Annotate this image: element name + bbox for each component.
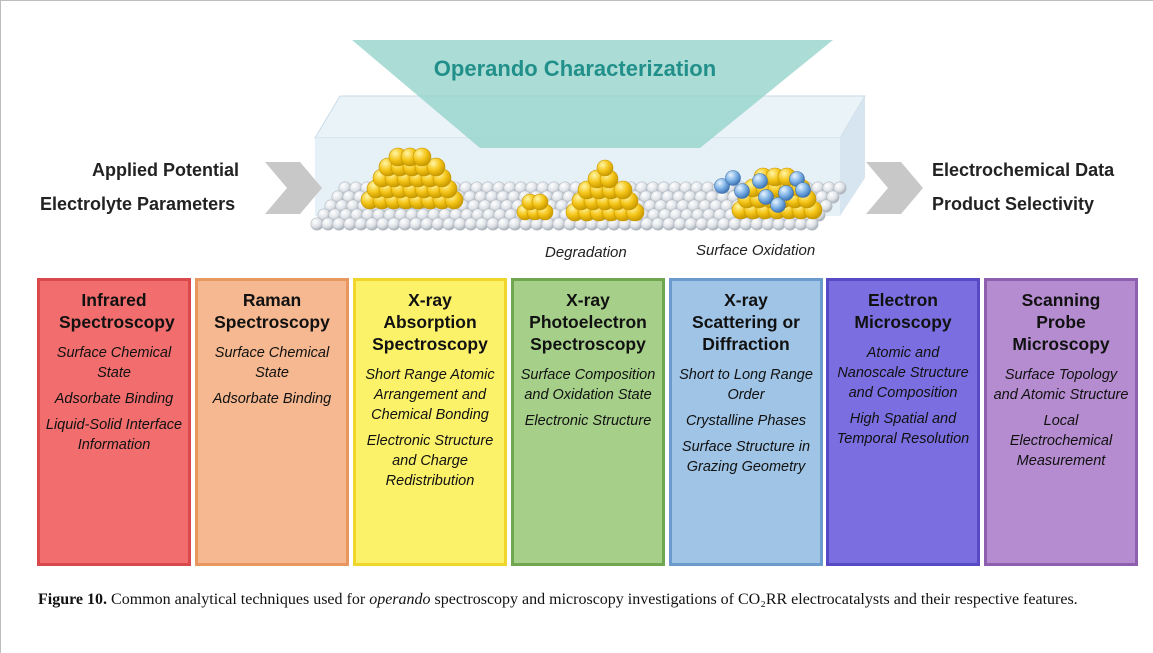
caption-emphasis: operando bbox=[369, 591, 431, 608]
support-atom bbox=[343, 217, 357, 231]
electrolyte-box-side bbox=[840, 96, 865, 216]
support-atom bbox=[673, 217, 687, 231]
oxygen-atom bbox=[734, 183, 750, 199]
characterization-beam bbox=[352, 40, 833, 148]
technique-feature: Surface Structure in Grazing Geometry bbox=[681, 439, 811, 475]
support-atom bbox=[420, 217, 434, 231]
support-atom bbox=[431, 217, 445, 231]
support-atom bbox=[552, 217, 566, 231]
output-arrow bbox=[866, 162, 923, 214]
technique-title: X-ray Absorption Spectroscopy bbox=[372, 290, 488, 354]
support-atom bbox=[739, 217, 753, 231]
technique-feature: Short Range Atomic Arrangement and Chemi… bbox=[365, 367, 495, 423]
gold-atom bbox=[596, 159, 614, 177]
technique-title: X-ray Photoelectron Spectroscopy bbox=[529, 290, 647, 354]
annotation-surface-oxidation: Surface Oxidation bbox=[696, 242, 816, 259]
output-label-electrochemical: Electrochemical Data bbox=[932, 160, 1115, 180]
support-atom bbox=[640, 217, 654, 231]
support-atom bbox=[750, 217, 764, 231]
figure-caption: Figure 10. Common analytical techniques … bbox=[38, 590, 1118, 610]
support-atom bbox=[833, 181, 847, 195]
annotation-degradation: Degradation bbox=[545, 244, 627, 261]
technique-title: Raman Spectroscopy bbox=[214, 290, 330, 332]
support-atom bbox=[332, 217, 346, 231]
support-atom bbox=[717, 217, 731, 231]
gold-atom bbox=[531, 193, 549, 211]
gold-atom bbox=[426, 157, 446, 177]
technique-feature: Adsorbate Binding bbox=[54, 391, 174, 407]
support-atom bbox=[772, 217, 786, 231]
input-label-potential: Applied Potential bbox=[92, 160, 240, 180]
support-atom bbox=[826, 190, 840, 204]
technique-feature: Electronic Structure and Charge Redistri… bbox=[366, 433, 494, 489]
support-atom bbox=[486, 217, 500, 231]
operando-illustration bbox=[265, 40, 923, 231]
oxygen-atom bbox=[758, 189, 774, 205]
oxygen-atom bbox=[725, 170, 741, 186]
oxygen-atom bbox=[795, 182, 811, 198]
technique-feature: Atomic and Nanoscale Structure and Compo… bbox=[837, 345, 969, 401]
oxygen-atom bbox=[714, 178, 730, 194]
support-atom bbox=[464, 217, 478, 231]
support-atom bbox=[706, 217, 720, 231]
output-label-selectivity: Product Selectivity bbox=[932, 194, 1095, 214]
input-label-electrolyte: Electrolyte Parameters bbox=[40, 194, 236, 214]
support-atom bbox=[662, 217, 676, 231]
caption-text-1: Common analytical techniques used for bbox=[107, 591, 370, 608]
gold-atom bbox=[613, 180, 633, 200]
support-atom bbox=[761, 217, 775, 231]
oxygen-atom bbox=[770, 197, 786, 213]
technique-feature: Surface Chemical State bbox=[56, 345, 172, 381]
caption-label: Figure 10. bbox=[38, 591, 108, 608]
support-atom bbox=[684, 217, 698, 231]
support-atom bbox=[695, 217, 709, 231]
support-atom bbox=[783, 217, 797, 231]
oxygen-atom bbox=[778, 185, 794, 201]
technique-title: Infrared Spectroscopy bbox=[59, 290, 175, 332]
support-atom bbox=[365, 217, 379, 231]
technique-feature: Liquid-Solid Interface Information bbox=[45, 417, 183, 453]
support-atom bbox=[497, 217, 511, 231]
support-atom bbox=[475, 217, 489, 231]
technique-feature: Short to Long Range Order bbox=[679, 367, 813, 403]
support-atom bbox=[387, 217, 401, 231]
gold-atom bbox=[412, 147, 432, 167]
banner-title: Operando Characterization bbox=[433, 56, 717, 81]
technique-feature: Surface Composition and Oxidation State bbox=[520, 367, 656, 403]
oxygen-atom bbox=[752, 173, 768, 189]
technique-feature: Crystalline Phases bbox=[685, 413, 807, 429]
technique-feature: Adsorbate Binding bbox=[212, 391, 332, 407]
technique-feature: Local Electrochemical Measurement bbox=[1009, 413, 1113, 469]
support-atom bbox=[398, 217, 412, 231]
support-atom bbox=[508, 217, 522, 231]
support-atom bbox=[728, 217, 742, 231]
technique-feature: Surface Topology and Atomic Structure bbox=[993, 367, 1129, 403]
support-atom bbox=[651, 217, 665, 231]
support-atom bbox=[409, 217, 423, 231]
support-atom bbox=[321, 217, 335, 231]
support-atom bbox=[805, 217, 819, 231]
technique-title: Electron Microscopy bbox=[854, 290, 952, 332]
support-atom bbox=[442, 217, 456, 231]
technique-title: X-ray Scattering or Diffraction bbox=[692, 290, 800, 354]
input-arrow bbox=[265, 162, 322, 214]
technique-feature: High Spatial and Temporal Resolution bbox=[836, 411, 970, 447]
support-atom bbox=[794, 217, 808, 231]
support-atom bbox=[453, 217, 467, 231]
technique-feature: Electronic Structure bbox=[524, 413, 652, 429]
support-atom bbox=[354, 217, 368, 231]
support-atom bbox=[310, 217, 324, 231]
technique-title: Scanning Probe Microscopy bbox=[1012, 290, 1110, 354]
technique-feature: Surface Chemical State bbox=[214, 345, 330, 381]
support-atom bbox=[376, 217, 390, 231]
caption-text-2: spectroscopy and microscopy investigatio… bbox=[430, 591, 1078, 608]
